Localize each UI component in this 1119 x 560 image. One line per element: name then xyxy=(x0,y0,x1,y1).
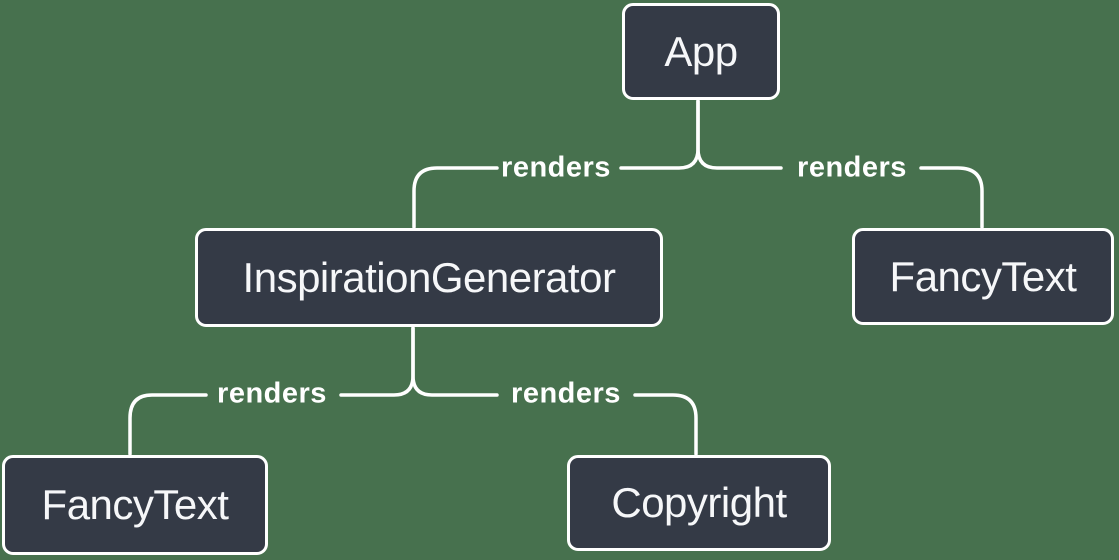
edge-label-renders-app-inspirationgenerator: renders xyxy=(501,151,611,184)
edge-app-to-fancytext-stem xyxy=(696,99,783,170)
node-inspiration-generator-label: InspirationGenerator xyxy=(242,253,616,301)
node-fancy-text-bottom-label: FancyText xyxy=(41,481,229,528)
edge-app-to-fancytext-elbow xyxy=(919,166,984,229)
edge-inspirationgenerator-to-copyright-stem xyxy=(411,326,499,397)
node-copyright-label: Copyright xyxy=(611,479,787,526)
edge-app-to-inspirationgenerator-stem xyxy=(619,99,700,170)
edge-inspirationgenerator-to-fancytext-stem xyxy=(339,326,415,397)
node-fancy-text-top-label: FancyText xyxy=(889,252,1077,300)
edge-app-to-inspirationgenerator-elbow xyxy=(412,166,499,229)
node-fancy-text-bottom: FancyText xyxy=(2,455,268,555)
node-fancy-text-top: FancyText xyxy=(852,228,1114,325)
node-app: App xyxy=(622,3,780,100)
node-copyright: Copyright xyxy=(567,455,831,551)
edge-inspirationgenerator-to-fancytext-elbow xyxy=(128,393,208,456)
edge-label-renders-inspirationgenerator-copyright: renders xyxy=(511,377,621,410)
edge-inspirationgenerator-to-copyright-elbow xyxy=(633,393,698,456)
edge-label-renders-inspirationgenerator-fancytext: renders xyxy=(217,377,327,410)
edge-label-renders-app-fancytext: renders xyxy=(797,151,907,184)
node-inspiration-generator: InspirationGenerator xyxy=(195,228,663,327)
node-app-label: App xyxy=(664,27,738,75)
